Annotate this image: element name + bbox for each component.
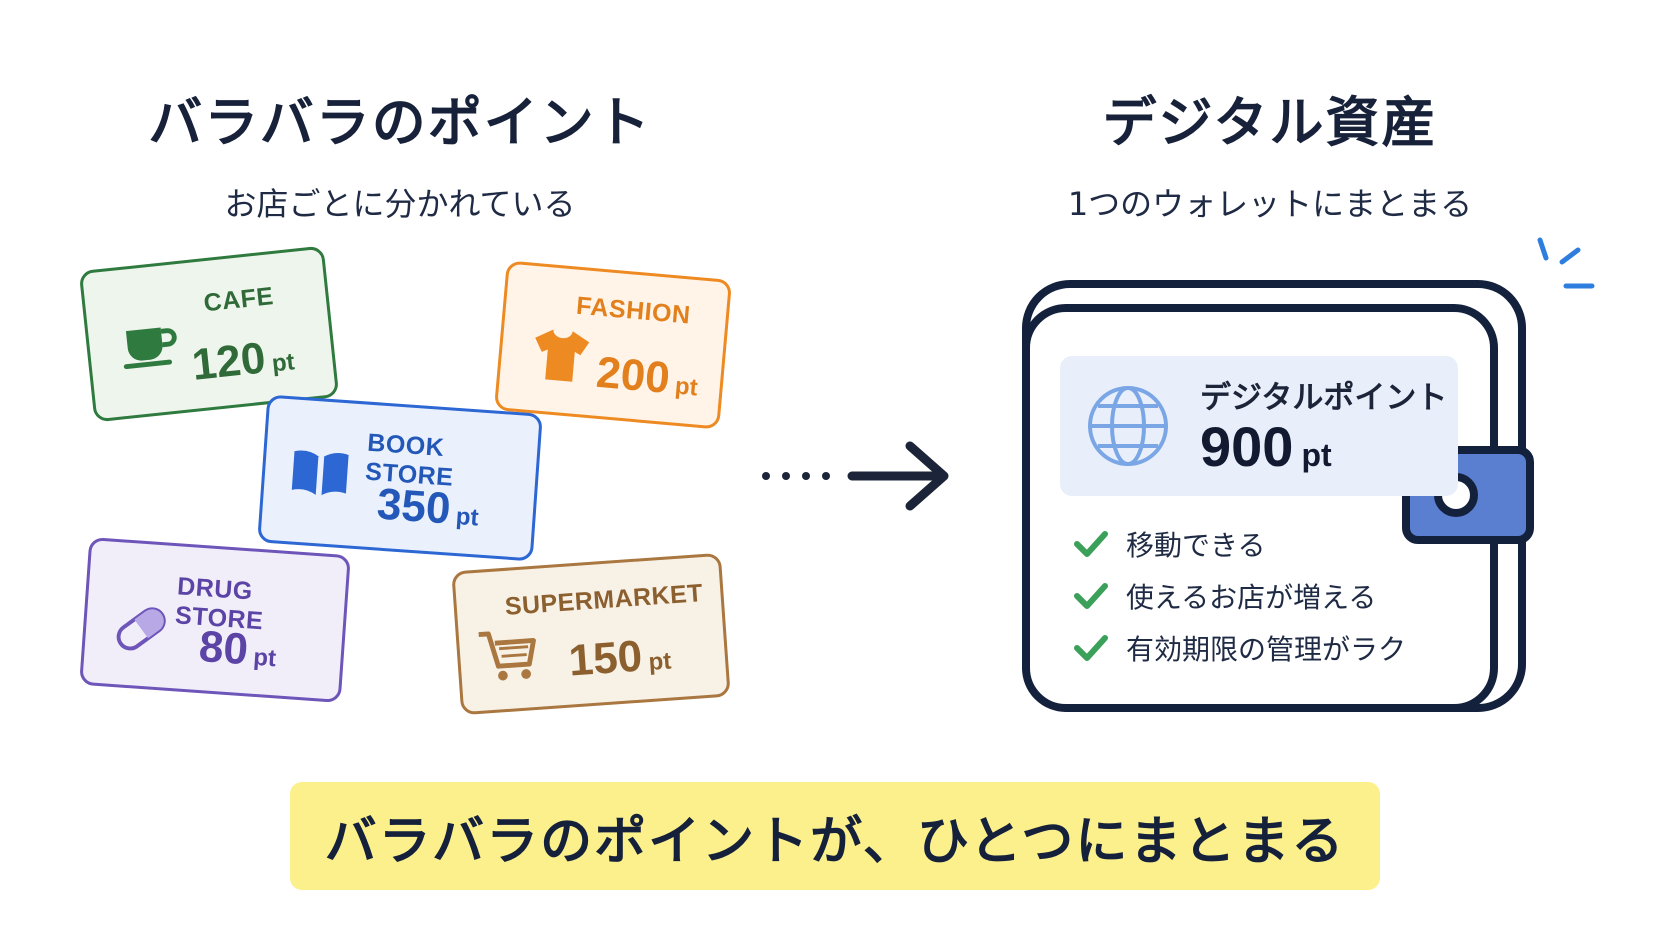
card-name: FASHION <box>575 291 692 330</box>
shopping-cart-icon <box>476 623 542 689</box>
check-icon <box>1074 581 1108 611</box>
coffee-cup-icon <box>114 308 182 376</box>
summary-banner: バラバラのポイントが、ひとつにまとまる <box>290 782 1380 890</box>
sparkle-icon <box>1537 237 1595 289</box>
globe-icon <box>1084 382 1172 470</box>
feature-text: 使えるお店が増える <box>1126 581 1377 614</box>
scattered-points-heading: バラバラのポイント お店ごとに分かれている <box>130 78 670 225</box>
digital-asset-title: デジタル資産 <box>1102 91 1438 154</box>
card-points: 200pt <box>594 348 700 407</box>
check-icon <box>1074 529 1108 559</box>
card-name: CAFE <box>202 282 275 318</box>
summary-text: バラバラのポイントが、ひとつにまとまる <box>324 811 1346 872</box>
card-points-unit: pt <box>270 348 296 378</box>
card-points-unit: pt <box>673 372 699 402</box>
feature-list: 移動できる 使えるお店が増える 有効期限の管理がラク <box>1074 518 1406 674</box>
feature-item: 移動できる <box>1074 518 1406 570</box>
t-shirt-icon <box>527 322 594 389</box>
scattered-points-subtitle: お店ごとに分かれている <box>224 185 576 223</box>
digital-asset-heading: デジタル資産 1つのウォレットにまとまる <box>1010 78 1530 225</box>
card-name: SUPERMARKET <box>503 579 704 621</box>
card-points-value: 350 <box>375 479 453 534</box>
feature-text: 有効期限の管理がラク <box>1126 633 1407 666</box>
card-points-value: 150 <box>567 631 644 686</box>
card-points-value: 120 <box>189 333 268 390</box>
pill-icon <box>108 596 174 662</box>
card-points-unit: pt <box>647 647 673 677</box>
card-points-unit: pt <box>454 503 480 532</box>
card-points-unit: pt <box>252 643 277 673</box>
dotted-arrow-icon <box>762 441 949 511</box>
feature-text: 移動できる <box>1126 529 1266 562</box>
book-icon <box>287 439 353 505</box>
card-points-value: 200 <box>594 347 672 403</box>
digital-point-label: デジタルポイント <box>1200 380 1448 416</box>
digital-asset-subtitle: 1つのウォレットにまとまる <box>1067 185 1473 223</box>
card-points-value: 80 <box>197 622 250 675</box>
digital-point-unit: pt <box>1301 437 1332 473</box>
digital-point-value: 900 <box>1200 415 1294 478</box>
point-card-fashion: FASHION 200pt <box>493 260 733 430</box>
scattered-points-title: バラバラのポイント <box>148 91 652 154</box>
feature-item: 使えるお店が増える <box>1074 570 1406 622</box>
feature-item: 有効期限の管理がラク <box>1074 622 1406 674</box>
check-icon <box>1074 633 1108 663</box>
